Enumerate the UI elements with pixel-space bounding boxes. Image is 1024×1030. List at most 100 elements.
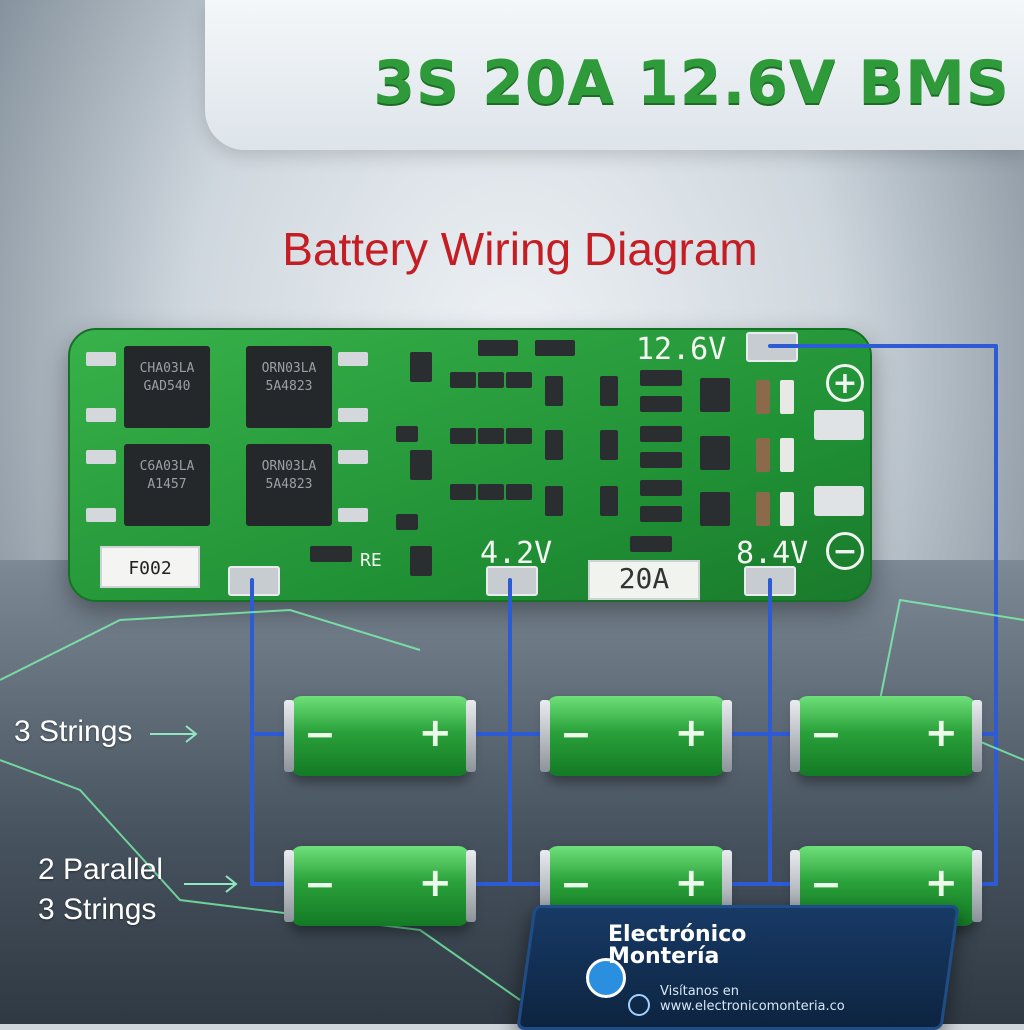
positive-pole-icon: +: [826, 364, 864, 402]
chip-2-lot: 5A4823: [265, 379, 313, 394]
smd-component: [396, 426, 418, 442]
smd-component: [410, 450, 432, 480]
cell-cap: [466, 700, 476, 772]
diagram-subtitle: Battery Wiring Diagram: [282, 223, 758, 275]
smd-component: [780, 380, 794, 414]
diagram-title: 3S 20A 12.6V BMS: [373, 48, 1010, 118]
chip-pad: [338, 508, 368, 522]
cell-cap: [466, 850, 476, 922]
mosfet-chip-2: ORN03LA 5A4823: [246, 346, 332, 428]
chip-3-lot: A1457: [147, 477, 187, 492]
smd-component: [700, 436, 730, 470]
smd-component: [640, 506, 682, 522]
current-rating: 20A: [588, 560, 700, 600]
cell-cap: [790, 850, 800, 922]
chip-pad: [338, 408, 368, 422]
smd-component: [450, 372, 476, 388]
fuse-component: F002: [100, 546, 200, 588]
brand-name: Electrónico Montería: [608, 924, 798, 968]
plus-icon: +: [418, 710, 452, 756]
mosfet-chip-1: CHA03LA GAD540: [124, 346, 210, 428]
smd-component: [396, 514, 418, 530]
minus-icon: −: [810, 862, 842, 906]
chip-2-code: ORN03LA: [261, 361, 317, 376]
smd-component: [535, 340, 575, 356]
positive-terminal: [814, 410, 864, 440]
cell-cap: [540, 700, 550, 772]
smd-component: [545, 430, 563, 460]
brand-visit-line1: Visítanos en: [660, 984, 740, 999]
plus-icon: +: [674, 860, 708, 906]
smd-component: [756, 438, 770, 472]
battery-cell-bottom-1: − +: [284, 846, 476, 926]
chip-pad: [86, 508, 116, 522]
globe-icon: [628, 994, 650, 1016]
chip-4-lot: 5A4823: [265, 477, 313, 492]
plus-icon: +: [924, 710, 958, 756]
minus-icon: −: [810, 712, 842, 756]
smd-component: [450, 428, 476, 444]
background-panel: [205, 0, 1024, 150]
smd-component: [780, 492, 794, 526]
smd-component: [545, 376, 563, 406]
cell-cap: [972, 700, 982, 772]
label-parallel-line1: 2 Parallel: [38, 853, 164, 886]
smd-component: [450, 484, 476, 500]
smd-component: [545, 486, 563, 516]
plus-icon: +: [418, 860, 452, 906]
cell-cap: [790, 700, 800, 772]
chip-1-code: CHA03LA: [139, 361, 195, 376]
cell-cap: [284, 700, 294, 772]
smd-component: [700, 492, 730, 526]
smd-component: [310, 546, 352, 562]
cell-cap: [540, 850, 550, 922]
chip-pad: [86, 408, 116, 422]
chip-1-lot: GAD540: [143, 379, 191, 394]
smd-component: [600, 376, 618, 406]
smd-component: [640, 370, 682, 386]
smd-component: [756, 492, 770, 526]
plus-icon: +: [674, 710, 708, 756]
battery-cell-top-3: − +: [790, 696, 982, 776]
wire-12v6: [768, 344, 998, 886]
mosfet-chip-4: ORN03LA 5A4823: [246, 444, 332, 526]
chip-4-code: ORN03LA: [261, 459, 317, 474]
cell-cap: [722, 850, 732, 922]
re-label: RE: [360, 550, 382, 571]
plus-icon: +: [924, 860, 958, 906]
cell-cap: [284, 850, 294, 922]
smd-component: [756, 380, 770, 414]
battery-cell-top-1: − +: [284, 696, 476, 776]
minus-icon: −: [560, 712, 592, 756]
chip-pad: [86, 352, 116, 366]
smd-component: [640, 452, 682, 468]
smd-component: [640, 480, 682, 496]
chip-3-code: C6A03LA: [139, 459, 195, 474]
voltage-label-12v6: 12.6V: [636, 332, 727, 367]
smd-component: [506, 484, 532, 500]
arrow-parallel: [184, 875, 238, 893]
mosfet-chip-3: C6A03LA A1457: [124, 444, 210, 526]
smd-component: [630, 536, 672, 552]
negative-pole-icon: −: [826, 532, 864, 570]
label-parallel-line2: 3 Strings: [38, 893, 157, 926]
smd-component: [600, 486, 618, 516]
smd-component: [410, 546, 432, 576]
voltage-label-4v2: 4.2V: [480, 536, 553, 571]
smd-component: [600, 430, 618, 460]
cell-cap: [972, 850, 982, 922]
arrow-three-strings: [150, 725, 198, 743]
wire-negative: [250, 578, 292, 886]
minus-icon: −: [560, 862, 592, 906]
cell-cap: [722, 700, 732, 772]
smd-component: [478, 372, 504, 388]
chip-pad: [338, 450, 368, 464]
brand-name-line1: Electrónico: [608, 922, 747, 947]
wire-4v2: [466, 578, 548, 886]
chip-pad: [86, 450, 116, 464]
chip-pad: [338, 352, 368, 366]
smd-component: [640, 396, 682, 412]
smd-component: [506, 428, 532, 444]
smd-component: [780, 438, 794, 472]
